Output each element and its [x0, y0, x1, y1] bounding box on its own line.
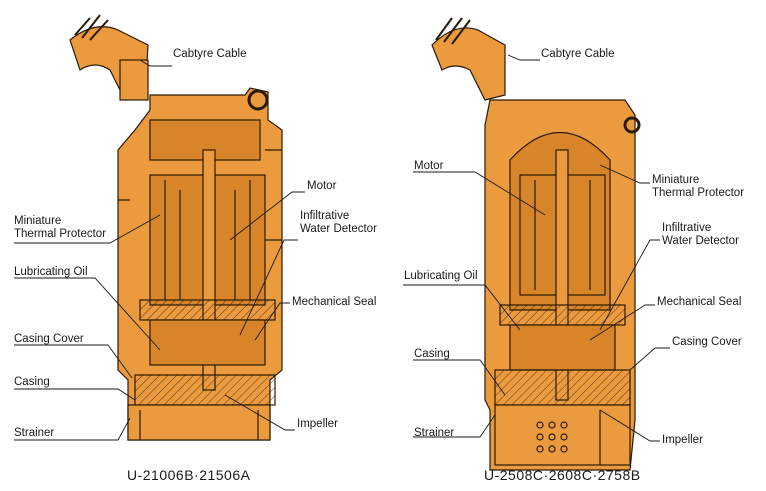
- right-leader-lines: [403, 54, 670, 442]
- right-label-lubricating-oil: Lubricating Oil: [404, 270, 478, 282]
- right-label-miniature-thermal-protector: Miniature Thermal Protector: [652, 174, 745, 199]
- right-label-strainer: Strainer: [414, 427, 455, 439]
- left-label-casing: Casing: [14, 376, 50, 388]
- right-cabtyre-cable-drawing: [431, 27, 506, 101]
- right-label-infiltrative-water-detector: Infiltrative Water Detector: [662, 222, 739, 247]
- right-label-impeller: Impeller: [662, 434, 703, 446]
- right-label-motor: Motor: [414, 160, 444, 172]
- right-lifting-eye: [623, 116, 641, 134]
- left-label-cabtyre-cable: Cabtyre Cable: [173, 48, 247, 60]
- right-impeller-drawing: [494, 369, 631, 406]
- right-label-mechanical-seal: Mechanical Seal: [657, 296, 742, 308]
- left-pump-drawing: [69, 14, 283, 441]
- left-label-casing-cover: Casing Cover: [14, 333, 84, 345]
- right-label-casing-cover: Casing Cover: [672, 336, 742, 348]
- left-label-mechanical-seal: Mechanical Seal: [292, 296, 377, 308]
- right-label-casing: Casing: [414, 348, 450, 360]
- left-label-strainer: Strainer: [14, 427, 55, 439]
- right-pump-drawing: [431, 17, 641, 471]
- left-lifting-eye: [247, 89, 269, 111]
- left-label-impeller: Impeller: [297, 418, 338, 430]
- left-label-infiltrative-water-detector: Infiltrative Water Detector: [300, 210, 377, 235]
- right-model-caption: U-2508C·2608C·2758B: [484, 467, 641, 483]
- left-leader-lines: [14, 59, 305, 441]
- right-label-cabtyre-cable: Cabtyre Cable: [541, 48, 615, 60]
- right-strainer-drawing: [494, 404, 631, 466]
- left-model-caption: U-21006B·21506A: [127, 467, 251, 483]
- left-impeller-drawing: [134, 374, 276, 406]
- left-label-lubricating-oil: Lubricating Oil: [14, 266, 88, 278]
- left-label-miniature-thermal-protector: Miniature Thermal Protector: [14, 215, 107, 240]
- left-label-motor: Motor: [307, 180, 337, 192]
